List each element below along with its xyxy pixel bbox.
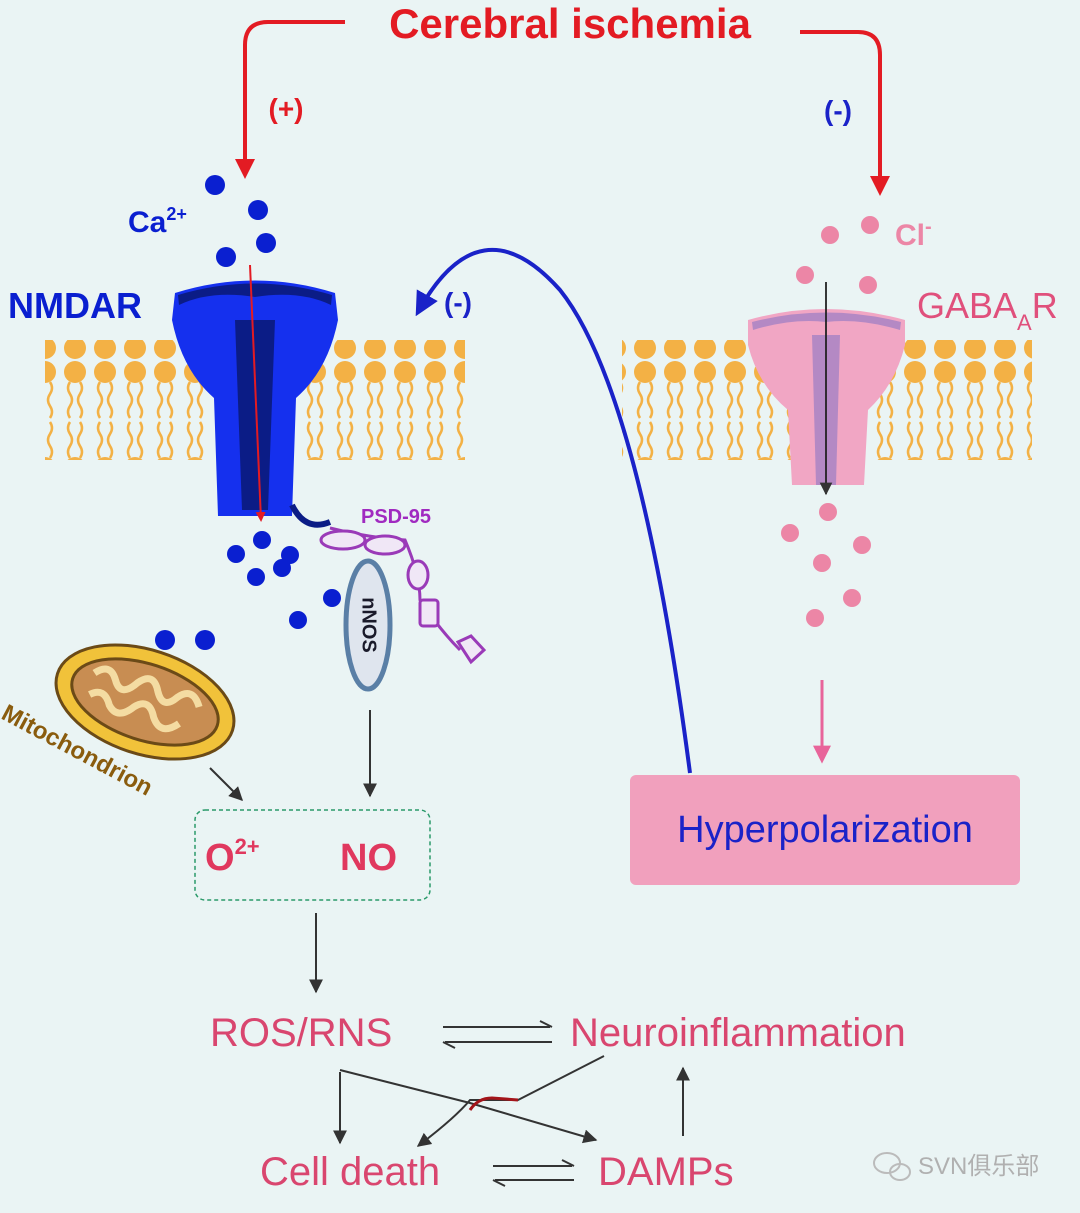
gaba-receptor-label: GABAAR <box>917 285 1058 335</box>
damps-label: DAMPs <box>598 1150 734 1194</box>
nnos-enzyme: nNOS <box>343 558 393 692</box>
ros-neuroinflammation-equilibrium <box>442 1020 553 1049</box>
hyperpolarization-label: Hyperpolarization <box>677 809 973 851</box>
neuroinflammation-label: Neuroinflammation <box>570 1011 906 1055</box>
superoxide-label: O2+ <box>205 834 260 879</box>
ischemia-to-gaba-arrow <box>800 30 890 196</box>
nnos-label: nNOS <box>358 597 380 653</box>
psd95-label: PSD-95 <box>361 506 431 528</box>
wechat-watermark: SVN俱乐部 <box>873 1152 1039 1181</box>
ros-rns-label: ROS/RNS <box>210 1011 392 1055</box>
calcium-ions-intracellular <box>155 531 341 650</box>
mitochondrion <box>54 643 236 761</box>
gaba-effect-sign: (-) <box>824 95 852 126</box>
chloride-ion-label: Cl- <box>895 216 932 252</box>
watermark-text: SVN俱乐部 <box>918 1153 1039 1180</box>
feedback-effect-sign: (-) <box>444 287 472 318</box>
chloride-ions-intracellular <box>781 503 871 627</box>
nmdar-label: NMDAR <box>8 285 142 326</box>
psd95-scaffold <box>319 526 487 665</box>
ischemia-to-nmdar-arrow <box>235 20 345 179</box>
title-cerebral-ischemia: Cerebral ischemia <box>389 0 752 47</box>
hyperpolarization-box <box>630 775 1020 885</box>
wechat-icon <box>873 1152 911 1181</box>
calcium-ion-label: Ca2+ <box>128 204 187 239</box>
nmdar-effect-sign: (+) <box>269 93 304 124</box>
chloride-ions-extracellular <box>796 216 879 294</box>
calcium-ions-extracellular <box>205 175 276 267</box>
celldeath-damps-equilibrium <box>492 1159 575 1187</box>
products-box <box>194 809 431 901</box>
nitric-oxide-label: NO <box>340 837 397 879</box>
neuroinflammation-to-celldeath-arrow <box>416 1055 605 1147</box>
hyperpolarization-feedback-arrow <box>415 247 692 774</box>
calcium-influx-arrow <box>249 264 266 522</box>
mito-to-superoxide-arrow <box>209 767 243 801</box>
crossing-highlight <box>468 1096 519 1111</box>
ros-to-damps-arrow <box>339 1069 598 1144</box>
cell-death-label: Cell death <box>260 1150 440 1194</box>
